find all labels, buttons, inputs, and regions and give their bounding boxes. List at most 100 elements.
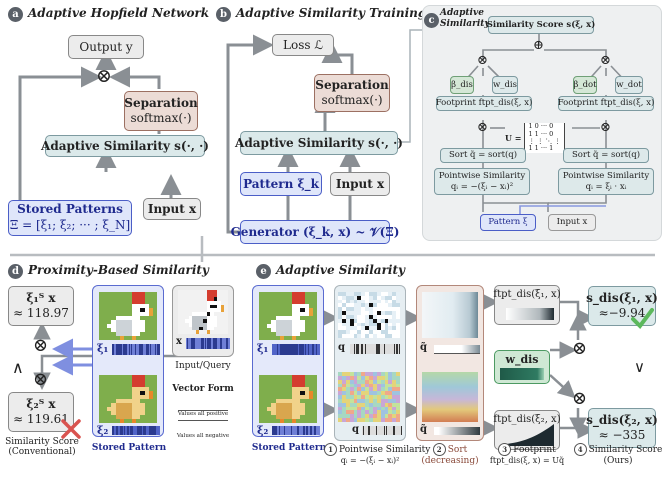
w-dis-label-e: w_dis [505, 353, 539, 366]
generator-box: Generator (ξ_k, x) ~ 𝒱(Ξ) [231, 220, 399, 244]
panel-d-title-text: Proximity-Based Similarity [28, 263, 209, 277]
otimes-icon-e2: ⊗ [572, 388, 588, 409]
score1-expr-e: s_dis(ξ₁, x) [586, 291, 658, 305]
vector-bar-xi1-e [272, 344, 320, 355]
step4-sub: (Ours) [603, 456, 633, 466]
pointwise-box-left: Pointwise Similarity qᵢ = −(ξᵢ − xᵢ)² [434, 168, 530, 195]
loss-box: Loss ℒ [272, 34, 334, 56]
beta-dot-box: β_dot [573, 76, 597, 94]
negative-vector-plot [178, 420, 228, 433]
otimes-icon-e1: ⊗ [572, 338, 588, 359]
adaptive-similarity-box-a: Adaptive Similarity s(·, ·) [41, 135, 209, 157]
sort-box-right: Sort q̃ = sort(q) [563, 148, 649, 163]
otimes-icon-d2: ⊗ [33, 369, 49, 390]
positive-vector-plot [178, 398, 228, 411]
conventional-score-2: ξ₂ᵀ x ≈ 119.61 [8, 392, 74, 432]
panel-e-title: e Adaptive Similarity [256, 263, 405, 279]
vector-bar-xi2-e [272, 426, 320, 435]
panel-b-title: b Adaptive Similarity Training [216, 6, 426, 22]
pattern-box-c: Pattern ξ [480, 214, 536, 231]
otimes-icon-c-left: ⊗ [477, 53, 488, 68]
w-dis-box: w_dis [492, 76, 518, 94]
ftpt1-label: ftpt_dis(ξ₁, x) [493, 289, 561, 300]
q-tilde-bar-1 [434, 345, 480, 354]
caption-stored-pattern-d: Stored Pattern [91, 443, 167, 453]
score1-value-e: ≈−9.94 [598, 306, 646, 320]
panel-a-title-text: Adaptive Hopfield Network [28, 6, 210, 20]
q-bar-1 [350, 344, 400, 354]
panel-c-title-line2: Similarity [440, 18, 490, 29]
otimes-icon: ⊗ [96, 65, 112, 87]
score2-value-d: ≈ 119.61 [13, 412, 69, 426]
panel-e-badge: e [256, 264, 271, 279]
otimes-icon-d1: ⊗ [33, 335, 49, 356]
panel-a-title: a Adaptive Hopfield Network [8, 6, 209, 22]
vector-bar-xi2-d [112, 426, 160, 435]
sorted-map-1 [422, 292, 478, 338]
u-row-3: ⋮ ⋮ ⋱ ⋮ [528, 137, 561, 145]
stored-patterns-formula: Ξ = [ξ₁; ξ₂; ··· ; ξ_N] [9, 218, 131, 232]
separation-box-a: Separation softmax(·) [124, 91, 198, 131]
w-dis-bar [500, 368, 544, 380]
panel-c-title-line1: Adaptive [440, 8, 484, 18]
adaptive-score-1: s_dis(ξ₁, x) ≈−9.94 [586, 286, 658, 326]
panel-a-badge: a [8, 7, 23, 22]
u-row-1: 1 0 ··· 0 [528, 122, 554, 131]
panel-c-badge: c [424, 13, 439, 28]
panel-e-title-text: Adaptive Similarity [276, 263, 405, 277]
xi1-label-d: ξ₁ [97, 342, 109, 355]
pointwise-left-formula: qᵢ = −(ξᵢ − xᵢ)² [450, 181, 514, 192]
panel-c-badge-wrap: c [424, 8, 444, 28]
xi1-label-e: ξ₁ [257, 342, 269, 355]
beta-dis-box: β_dis [450, 76, 474, 94]
stored-patterns-title: Stored Patterns [17, 202, 123, 217]
cross-icon [61, 419, 81, 439]
panel-b-badge: b [216, 7, 231, 22]
separation-fn-b: softmax(·) [321, 93, 383, 107]
input-box-c: Input x [548, 214, 596, 231]
footprint-curve-2 [506, 424, 554, 446]
pointwise-right-title: Pointwise Similarity [562, 171, 650, 182]
score2-expr-e: s_dis(ξ₂, x) [586, 413, 658, 427]
sorted-map-2 [422, 372, 478, 422]
step2-badge: 2 [432, 443, 446, 456]
oplus-icon: ⊕ [533, 38, 544, 53]
q-label-1: q [338, 342, 345, 353]
chicken-image-xi2-e [259, 375, 317, 423]
separation-title-b: Separation [315, 78, 389, 92]
values-positive-label: Values all positive [177, 411, 229, 417]
u-matrix-body: 1 0 ··· 0 1 1 ··· 0 ⋮ ⋮ ⋱ ⋮ 1 1 ··· 1 [524, 122, 565, 153]
q-map-xi1 [338, 292, 400, 338]
wedge-symbol: ∧ [12, 358, 24, 377]
step1-formula: qᵢ = −(ξᵢ − xᵢ)² [340, 456, 400, 465]
check-icon [631, 308, 654, 330]
adaptive-score-2: s_dis(ξ₂, x) ≈ −335 [586, 408, 658, 448]
footprint-dis-box: Footprint ftpt_dis(ξ, x) [436, 96, 532, 111]
vector-bar-x-d [186, 338, 230, 349]
panel-b-title-text: Adaptive Similarity Training [236, 6, 427, 20]
vee-symbol: ∨ [634, 358, 645, 376]
caption-input-query: Input/Query [175, 361, 231, 371]
step1-title: Pointwise Similarity [339, 445, 431, 455]
ftpt2-label: ftpt_dis(ξ₂, x) [493, 414, 561, 425]
similarity-score-box-c: Similarity Score s(ξ, x) [487, 16, 595, 34]
panel-c-title: Adaptive Similarity [440, 8, 490, 30]
x-label-d: x [176, 336, 182, 347]
u-matrix-label: U = [505, 133, 522, 143]
separation-fn-a: softmax(·) [130, 111, 192, 125]
output-box: Output y [68, 35, 144, 59]
otimes-icon-c-mid-left: ⊗ [477, 120, 488, 135]
score2-value-e: ≈ −335 [598, 428, 646, 442]
caption-similarity-conventional: Similarity Score (Conventional) [5, 437, 79, 458]
otimes-icon-c-right: ⊗ [600, 53, 611, 68]
xi2-label-d: ξ₂ [97, 424, 109, 437]
pointwise-left-title: Pointwise Similarity [438, 171, 526, 182]
chicken-image-xi1-d [99, 292, 157, 340]
input-box-a: Input x [143, 198, 201, 220]
footprint-curve-1 [506, 308, 554, 320]
input-box-b: Input x [330, 172, 390, 196]
score2-expr-d: ξ₂ᵀ x [26, 397, 56, 411]
